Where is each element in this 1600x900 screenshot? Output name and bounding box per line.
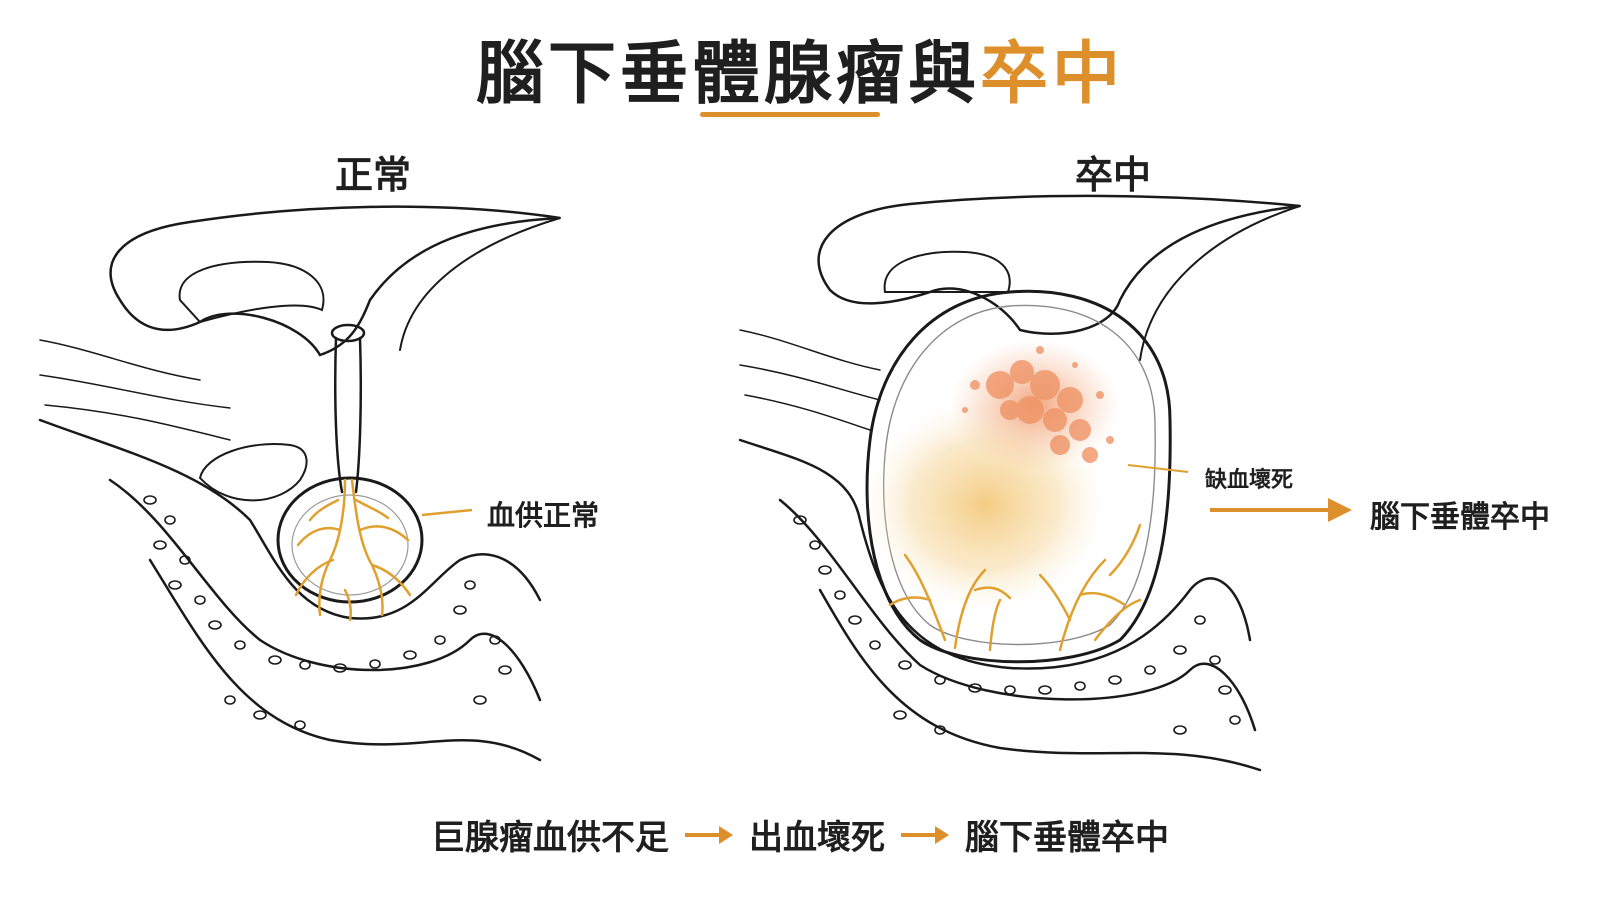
stroke-panel-heading: 卒中 bbox=[1075, 153, 1152, 197]
right-arrow-icon bbox=[901, 825, 949, 844]
pathway-flow: 巨腺瘤血供不足 出血壞死 腦下垂體卒中 bbox=[0, 810, 1600, 859]
flow-step-1: 巨腺瘤血供不足 bbox=[431, 818, 669, 858]
stroke-callout-label: 缺血壞死 bbox=[1205, 468, 1294, 493]
stroke-bone-pores bbox=[793, 515, 1241, 735]
stroke-tumor-capsule bbox=[865, 289, 1172, 664]
stroke-bone-bottom bbox=[818, 588, 1262, 772]
outcome-arrow-icon bbox=[1210, 498, 1352, 522]
normal-bone-pores bbox=[143, 495, 512, 730]
stroke-fiber-1 bbox=[739, 329, 881, 371]
stroke-fiber-3 bbox=[744, 394, 871, 431]
stroke-tumor-inner bbox=[882, 304, 1156, 646]
normal-fiber-3 bbox=[44, 404, 231, 441]
normal-stalk-left bbox=[334, 336, 344, 494]
right-arrow-icon bbox=[685, 825, 733, 844]
flow-step-3: 腦下垂體卒中 bbox=[965, 818, 1169, 858]
page-title: 腦下垂體腺瘤與卒中 bbox=[0, 18, 1600, 117]
normal-panel bbox=[38, 205, 561, 762]
title-accent: 卒中 bbox=[980, 35, 1125, 114]
title-main: 腦下垂體腺瘤與 bbox=[475, 35, 980, 114]
flow-step-2: 出血壞死 bbox=[749, 818, 885, 858]
normal-stalk-right bbox=[354, 336, 363, 494]
normal-fiber-1 bbox=[39, 339, 201, 381]
normal-side-sac bbox=[198, 443, 308, 502]
normal-gland-inner bbox=[291, 494, 409, 596]
normal-stalk-top bbox=[330, 323, 366, 343]
normal-ventricle bbox=[178, 260, 325, 324]
normal-vessels bbox=[294, 478, 412, 622]
normal-bone-bottom bbox=[148, 558, 542, 762]
normal-fold-inner bbox=[399, 217, 561, 351]
stroke-bone-lower bbox=[778, 498, 1257, 732]
title-underline bbox=[700, 112, 880, 117]
stroke-fiber-2 bbox=[739, 364, 881, 401]
normal-fiber-2 bbox=[39, 374, 231, 409]
normal-panel-heading: 正常 bbox=[335, 153, 412, 197]
normal-brain-fold bbox=[109, 205, 561, 357]
necrosis-spots bbox=[962, 346, 1114, 463]
stroke-vessels bbox=[888, 523, 1142, 652]
stroke-sella-outer bbox=[738, 438, 1252, 670]
normal-callout-label: 血供正常 bbox=[487, 499, 600, 532]
stroke-ventricle bbox=[883, 250, 1011, 293]
normal-sella-outer bbox=[38, 418, 542, 620]
stroke-tumor-fill bbox=[865, 340, 1120, 610]
stroke-fold-inner bbox=[1139, 205, 1301, 361]
normal-callout-line bbox=[421, 508, 473, 517]
outcome-label: 腦下垂體卒中 bbox=[1370, 500, 1550, 535]
stroke-brain-fold bbox=[817, 194, 1301, 335]
normal-bone-lower bbox=[108, 478, 542, 702]
stroke-panel bbox=[738, 194, 1301, 772]
stroke-callout-line bbox=[1127, 464, 1189, 473]
